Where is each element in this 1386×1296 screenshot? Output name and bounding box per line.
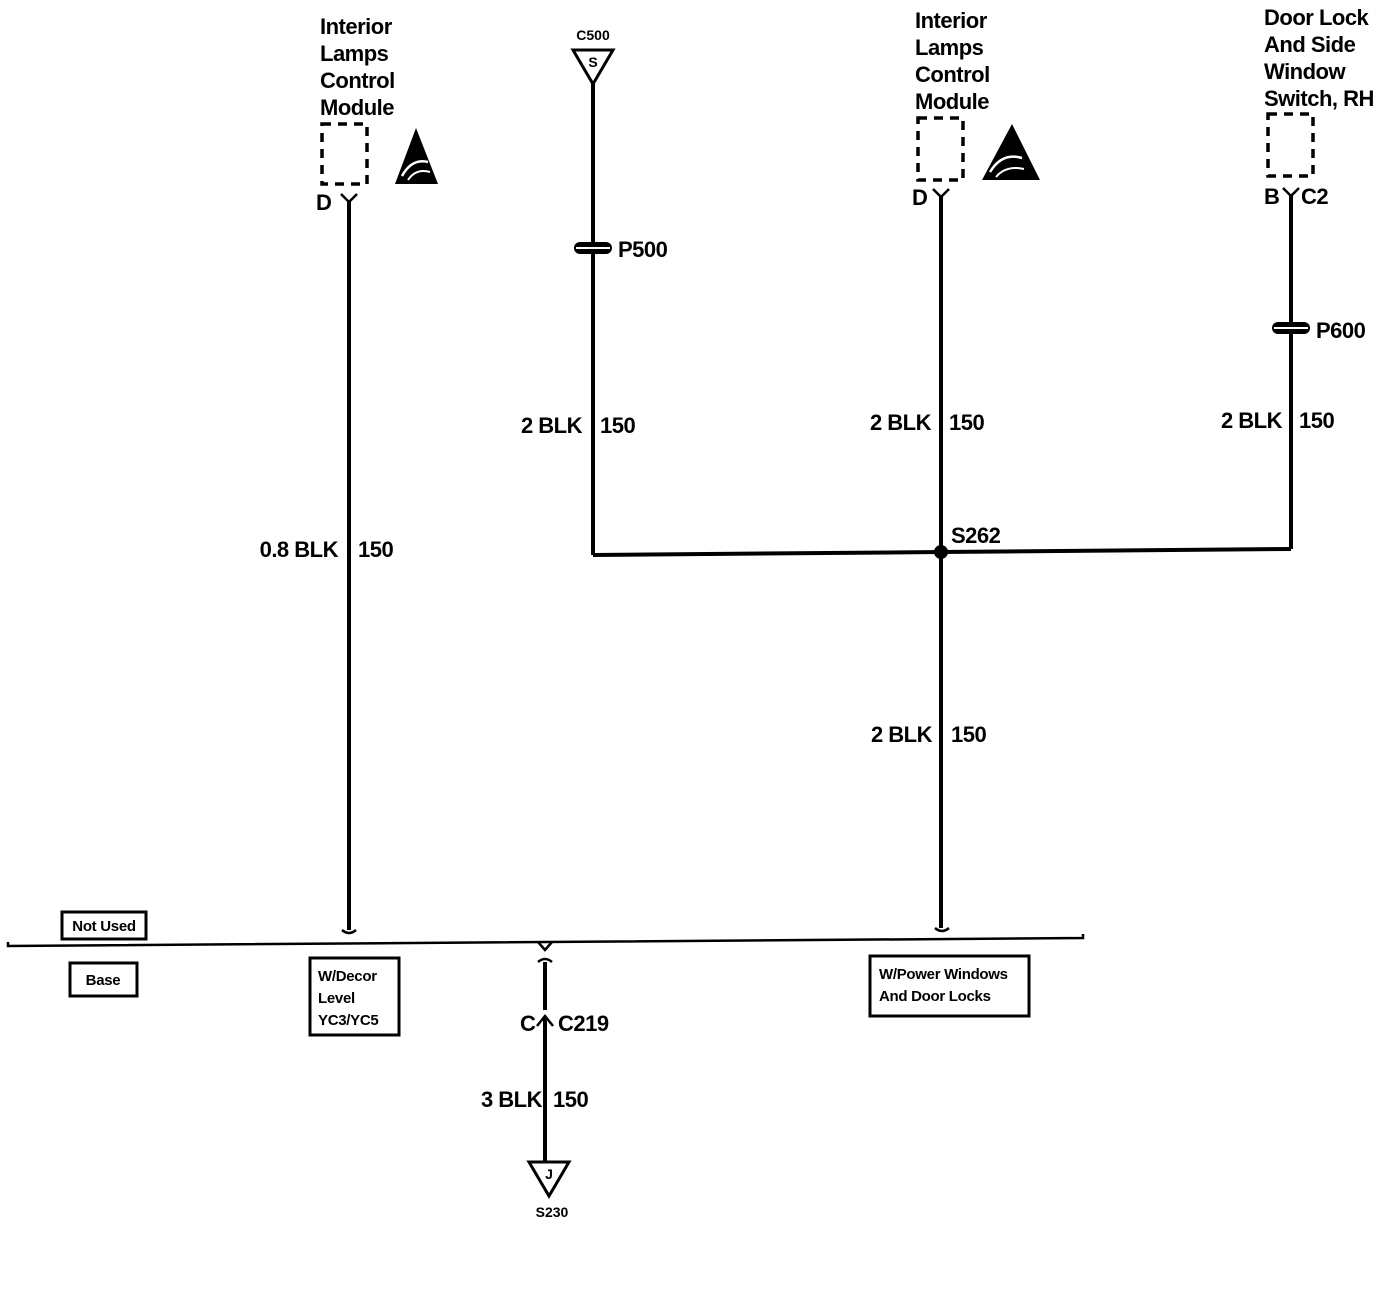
switch-title-4: Switch, RH [1264,86,1374,111]
esd-sensitive-icon [982,124,1040,180]
ilcm-right-pin: D [912,185,927,210]
option-decor-level: W/Decor Level YC3/YC5 [308,956,401,1037]
ilcm-left-title-2: Lamps [320,41,389,66]
switch-connector: C2 [1301,184,1328,209]
option-decor-line-1: W/Decor [318,968,377,985]
ilcm-right: Interior Lamps Control Module D [912,8,1040,210]
wire-c219-circuit: 150 [553,1087,588,1112]
wire-ilcm-right-circuit: 150 [949,410,984,435]
option-power-windows: W/Power Windows And Door Locks [868,954,1031,1018]
option-not-used: Not Used [60,910,148,941]
ilcm-right-title-4: Module [915,89,989,114]
c500-triangle-icon [570,48,616,87]
c500-connector: C500 S [570,27,616,87]
c219-connector-label: C219 [558,1011,609,1036]
decor-branch-terminal [341,929,357,935]
wire-c500-circuit: 150 [600,413,635,438]
ilcm-right-module-outline [916,116,965,182]
esd-sensitive-icon [395,128,438,184]
c219-pin: C [520,1011,536,1036]
option-power-line-1: W/Power Windows [879,966,1008,983]
ground-s230-pin: J [545,1166,553,1182]
ilcm-right-title-3: Control [915,62,990,87]
option-not-used-label: Not Used [72,918,136,935]
option-bus-junction [537,941,553,952]
switch-title-1: Door Lock [1264,5,1370,30]
wire-door-switch-circuit: 150 [1299,408,1334,433]
wire-s262-down-circuit: 150 [951,722,986,747]
switch-title-3: Window [1264,59,1346,84]
ilcm-left-pin: D [316,190,331,215]
power-branch-terminal [934,927,950,933]
wire-ilcm-left-circuit: 150 [358,537,393,562]
wire-c500-size: 2 BLK [521,413,583,438]
wire-c219-size: 3 BLK [481,1087,543,1112]
option-base: Base [68,961,139,998]
c219-connector-icon [536,1013,554,1027]
c500-pin: S [588,54,597,70]
wire-s262-down-size: 2 BLK [871,722,933,747]
option-power-line-2: And Door Locks [879,988,991,1005]
c500-label: C500 [576,27,610,43]
p600-label: P600 [1316,318,1366,343]
ilcm-right-title-2: Lamps [915,35,984,60]
ilcm-left-title-4: Module [320,95,394,120]
p500-label: P500 [618,237,668,262]
wire-ilcm-right-size: 2 BLK [870,410,932,435]
ground-s230-label: S230 [536,1204,569,1220]
splice-s262-label: S262 [951,523,1001,548]
c219-upper-terminal [537,957,553,963]
ilcm-left-title-1: Interior [320,14,393,39]
ground-s230-triangle-icon [526,1160,572,1199]
switch-pin: B [1264,184,1279,209]
switch-title-2: And Side [1264,32,1356,57]
option-decor-line-2: Level [318,990,355,1007]
ilcm-left-title-3: Control [320,68,395,93]
switch-outline [1266,112,1315,178]
wire-ilcm-left-size: 0.8 BLK [260,537,339,562]
option-base-label: Base [86,972,121,989]
ilcm-left: Interior Lamps Control Module D [316,14,438,215]
ilcm-left-module-outline [320,122,369,186]
option-decor-line-3: YC3/YC5 [318,1012,378,1029]
ilcm-right-title-1: Interior [915,8,988,33]
option-bus-line [6,934,1085,948]
door-lock-window-switch: Door Lock And Side Window Switch, RH B C… [1264,5,1374,209]
wire-door-switch-size: 2 BLK [1221,408,1283,433]
